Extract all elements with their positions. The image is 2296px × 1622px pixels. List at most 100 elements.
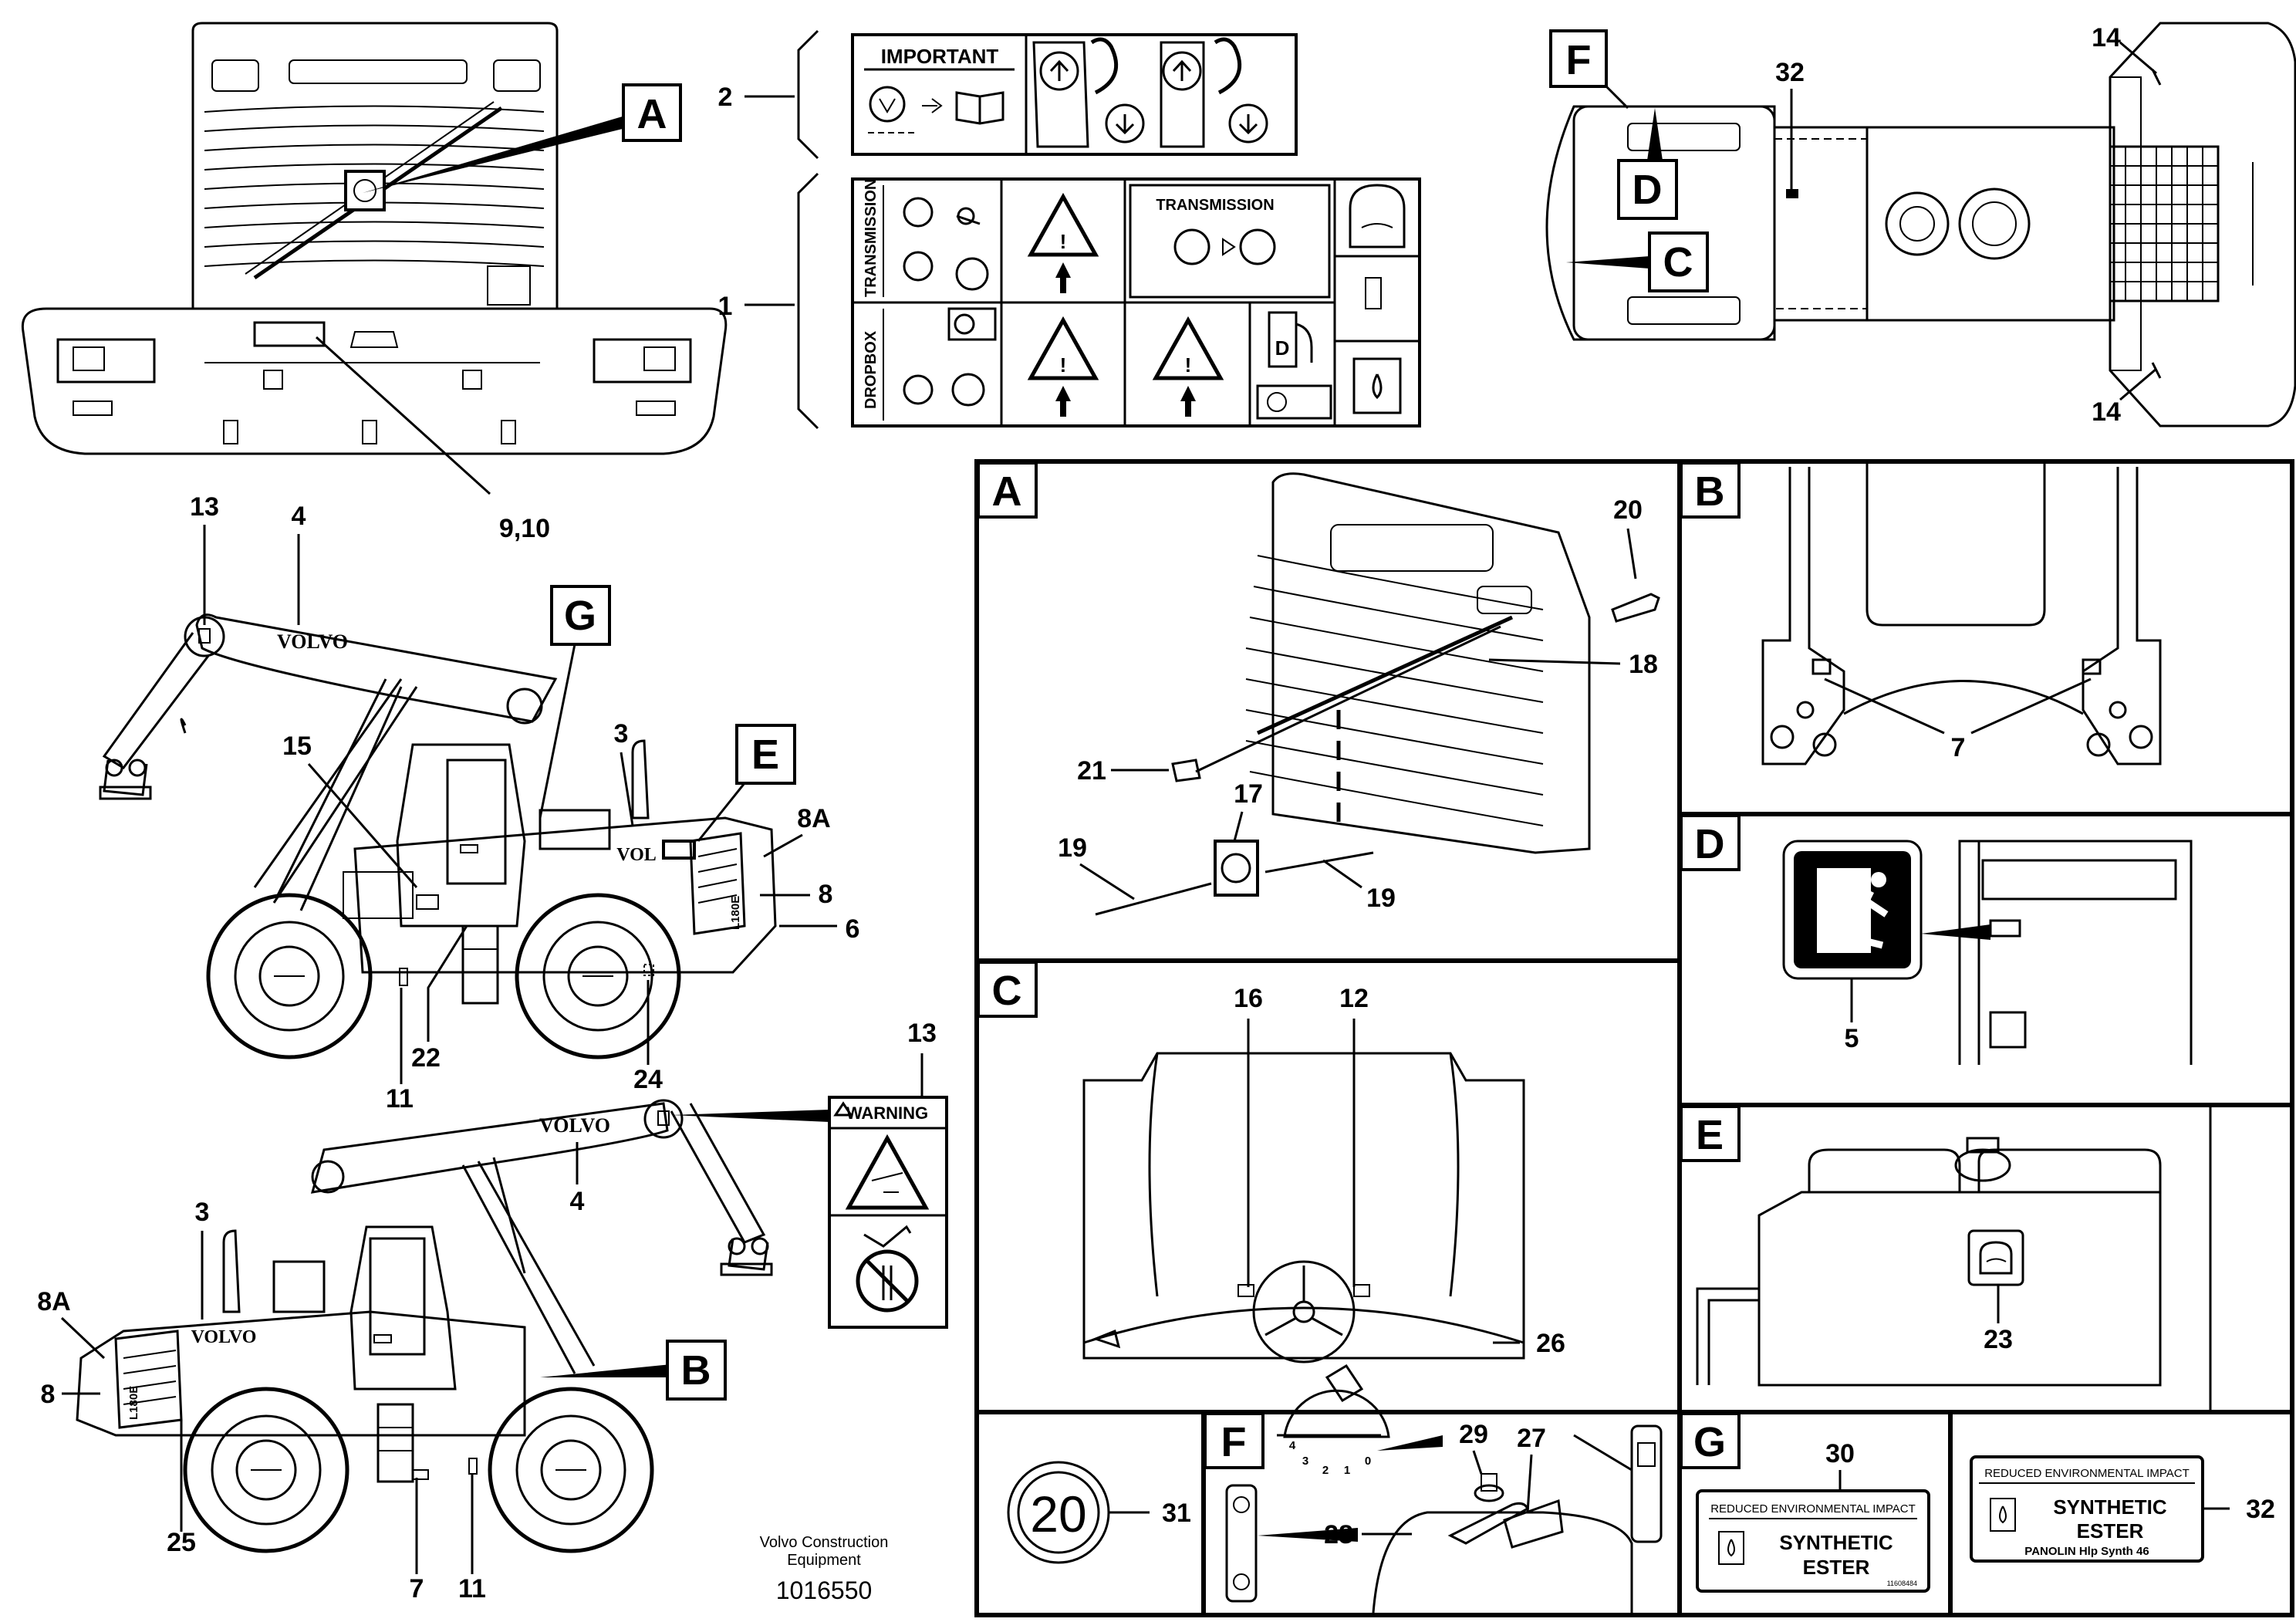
part-label-8-upper: 8 (819, 880, 833, 909)
part-label-8a-upper: 8A (797, 804, 830, 833)
part-label-11-upper: 11 (386, 1084, 414, 1113)
manual-book-icon (955, 91, 1004, 125)
part-label-18: 18 (1629, 650, 1658, 679)
panel-a: A 20 18 21 17 19 19 (977, 461, 1660, 916)
part-label-23: 23 (1984, 1325, 2013, 1354)
doc-number: 1016550 (776, 1576, 873, 1604)
part-label-32-panel: 32 (2246, 1495, 2275, 1524)
panolin-label: PANOLIN Hlp Synth 46 (2024, 1545, 2149, 1558)
panel-b: B 7 (1680, 461, 2162, 765)
part-label-5: 5 (1845, 1024, 1859, 1053)
part-label-16: 16 (1234, 984, 1263, 1013)
part-label-1: 1 (718, 292, 733, 321)
part-label-27: 27 (1517, 1424, 1546, 1453)
svg-text:!: ! (1060, 230, 1067, 253)
warning-triangle-icon: ! ! ! (1027, 192, 1224, 417)
panel-g-letter: G (1693, 1419, 1726, 1465)
panel-f-letter: F (1221, 1419, 1247, 1465)
part-label-13-upper: 13 (190, 492, 219, 522)
part-label-24: 24 (633, 1065, 663, 1094)
svg-text:D: D (1275, 336, 1290, 360)
part-label-6: 6 (846, 914, 860, 944)
decal-code: 11608484 (1887, 1580, 1917, 1587)
part-label-2: 2 (718, 83, 733, 112)
lift-hook-icon (1032, 37, 1268, 148)
detail-letter-g: G (564, 593, 596, 639)
svg-text:1: 1 (1344, 1464, 1350, 1477)
panel-d: D 5 (1680, 814, 2193, 1065)
volvo-logo-icon (353, 179, 376, 202)
fuel-pump-icon: D (1268, 311, 1313, 368)
dropbox-vertical-label: DROPBOX (863, 330, 880, 409)
part-label-30: 30 (1825, 1439, 1855, 1468)
panel-speed: 20 31 (1007, 1461, 1191, 1564)
plan-view: 14 14 32 F D C (1545, 22, 2296, 427)
oil-can-icon (1967, 1229, 2024, 1286)
part-label-22: 22 (411, 1043, 441, 1073)
panel-b-letter: B (1695, 468, 1725, 515)
panel-g: G 30 REDUCED ENVIRONMENTAL IMPACT SYNTHE… (1680, 1412, 1930, 1593)
part-label-19-right: 19 (1366, 884, 1396, 913)
part-label-11-lower: 11 (458, 1574, 486, 1603)
detail-letter-c-plan: C (1663, 239, 1693, 286)
transmission-vertical-label: TRANSMISSION (863, 179, 880, 297)
panel-e-letter: E (1696, 1112, 1724, 1158)
part-label-15: 15 (282, 732, 312, 761)
part-label-8a-lower: 8A (37, 1287, 70, 1316)
synthetic-label-32: SYNTHETIC (2053, 1495, 2167, 1519)
part-label-21: 21 (1077, 756, 1106, 786)
detail-letter-a: A (637, 91, 667, 137)
model-badge-lower: L180E (127, 1386, 140, 1420)
panel-d-letter: D (1695, 821, 1725, 867)
speed-value: 20 (1030, 1485, 1086, 1543)
reduced-impact-label-32: REDUCED ENVIRONMENTAL IMPACT (1984, 1467, 2190, 1480)
emergency-exit-icon (1782, 840, 1923, 980)
panel-32: REDUCED ENVIRONMENTAL IMPACT SYNTHETIC E… (1970, 1455, 2275, 1563)
vol-body-text: VOL (616, 845, 657, 865)
svg-text:3: 3 (1302, 1455, 1308, 1468)
part-label-31: 31 (1162, 1499, 1191, 1528)
part-label-32-plan: 32 (1775, 58, 1805, 87)
warning-label: WARNING (846, 1103, 928, 1123)
part-label-7-panel: 7 (1951, 733, 1966, 762)
transmission-box-label: TRANSMISSION (1156, 197, 1274, 214)
part-label-8-lower: 8 (41, 1380, 56, 1409)
part-label-17: 17 (1234, 779, 1263, 809)
volvo-boom-lower: VOLVO (539, 1114, 610, 1137)
part-label-3-upper: 3 (614, 719, 629, 748)
synthetic-label-30: SYNTHETIC (1779, 1531, 1893, 1554)
footer-line1: Volvo Construction (760, 1534, 889, 1551)
no-person-icon (856, 1249, 919, 1313)
detail-panels (974, 459, 2294, 1617)
part-label-26: 26 (1536, 1329, 1565, 1358)
part-label-3-lower: 3 (195, 1198, 210, 1227)
part-label-4-upper: 4 (292, 502, 306, 531)
model-badge-upper: L180E (729, 896, 742, 930)
svg-text:4: 4 (1289, 1439, 1296, 1452)
part-label-12: 12 (1339, 984, 1369, 1013)
part-label-29: 29 (1459, 1420, 1488, 1449)
volvo-boom-upper: VOLVO (277, 630, 348, 653)
svg-text:2: 2 (1322, 1464, 1329, 1477)
footer-line2: Equipment (787, 1552, 861, 1569)
part-label-14-bottom: 14 (2092, 397, 2121, 427)
side-view-lower: VOLVO VOLVO L180E 3 (37, 1019, 948, 1603)
part-label-25: 25 (167, 1528, 196, 1557)
oil-can-icon (1349, 184, 1406, 248)
panel-f: F 4 3 2 1 0 29 27 28 (1204, 1389, 1663, 1614)
front-view: A 9,10 (21, 22, 728, 543)
part-label-19-left: 19 (1058, 833, 1087, 863)
part-label-9-10: 9,10 (499, 514, 550, 543)
warning-decal: WARNING (828, 1096, 948, 1329)
decal-service-sheet: TRANSMISSION DROPBOX ! ! ! TRANSMISSION (851, 177, 1421, 427)
panel-c-letter: C (992, 968, 1022, 1014)
reduced-impact-label-30: REDUCED ENVIRONMENTAL IMPACT (1710, 1502, 1916, 1516)
part-label-28: 28 (1324, 1520, 1353, 1549)
svg-text:0: 0 (1365, 1455, 1371, 1468)
decal-important: IMPORTANT (851, 33, 1298, 156)
detail-letter-d-plan: D (1633, 167, 1663, 213)
ester-label-32: ESTER (2077, 1519, 2144, 1543)
svg-text:!: ! (1185, 353, 1192, 377)
panel-e: E 23 (1680, 1105, 2212, 1412)
